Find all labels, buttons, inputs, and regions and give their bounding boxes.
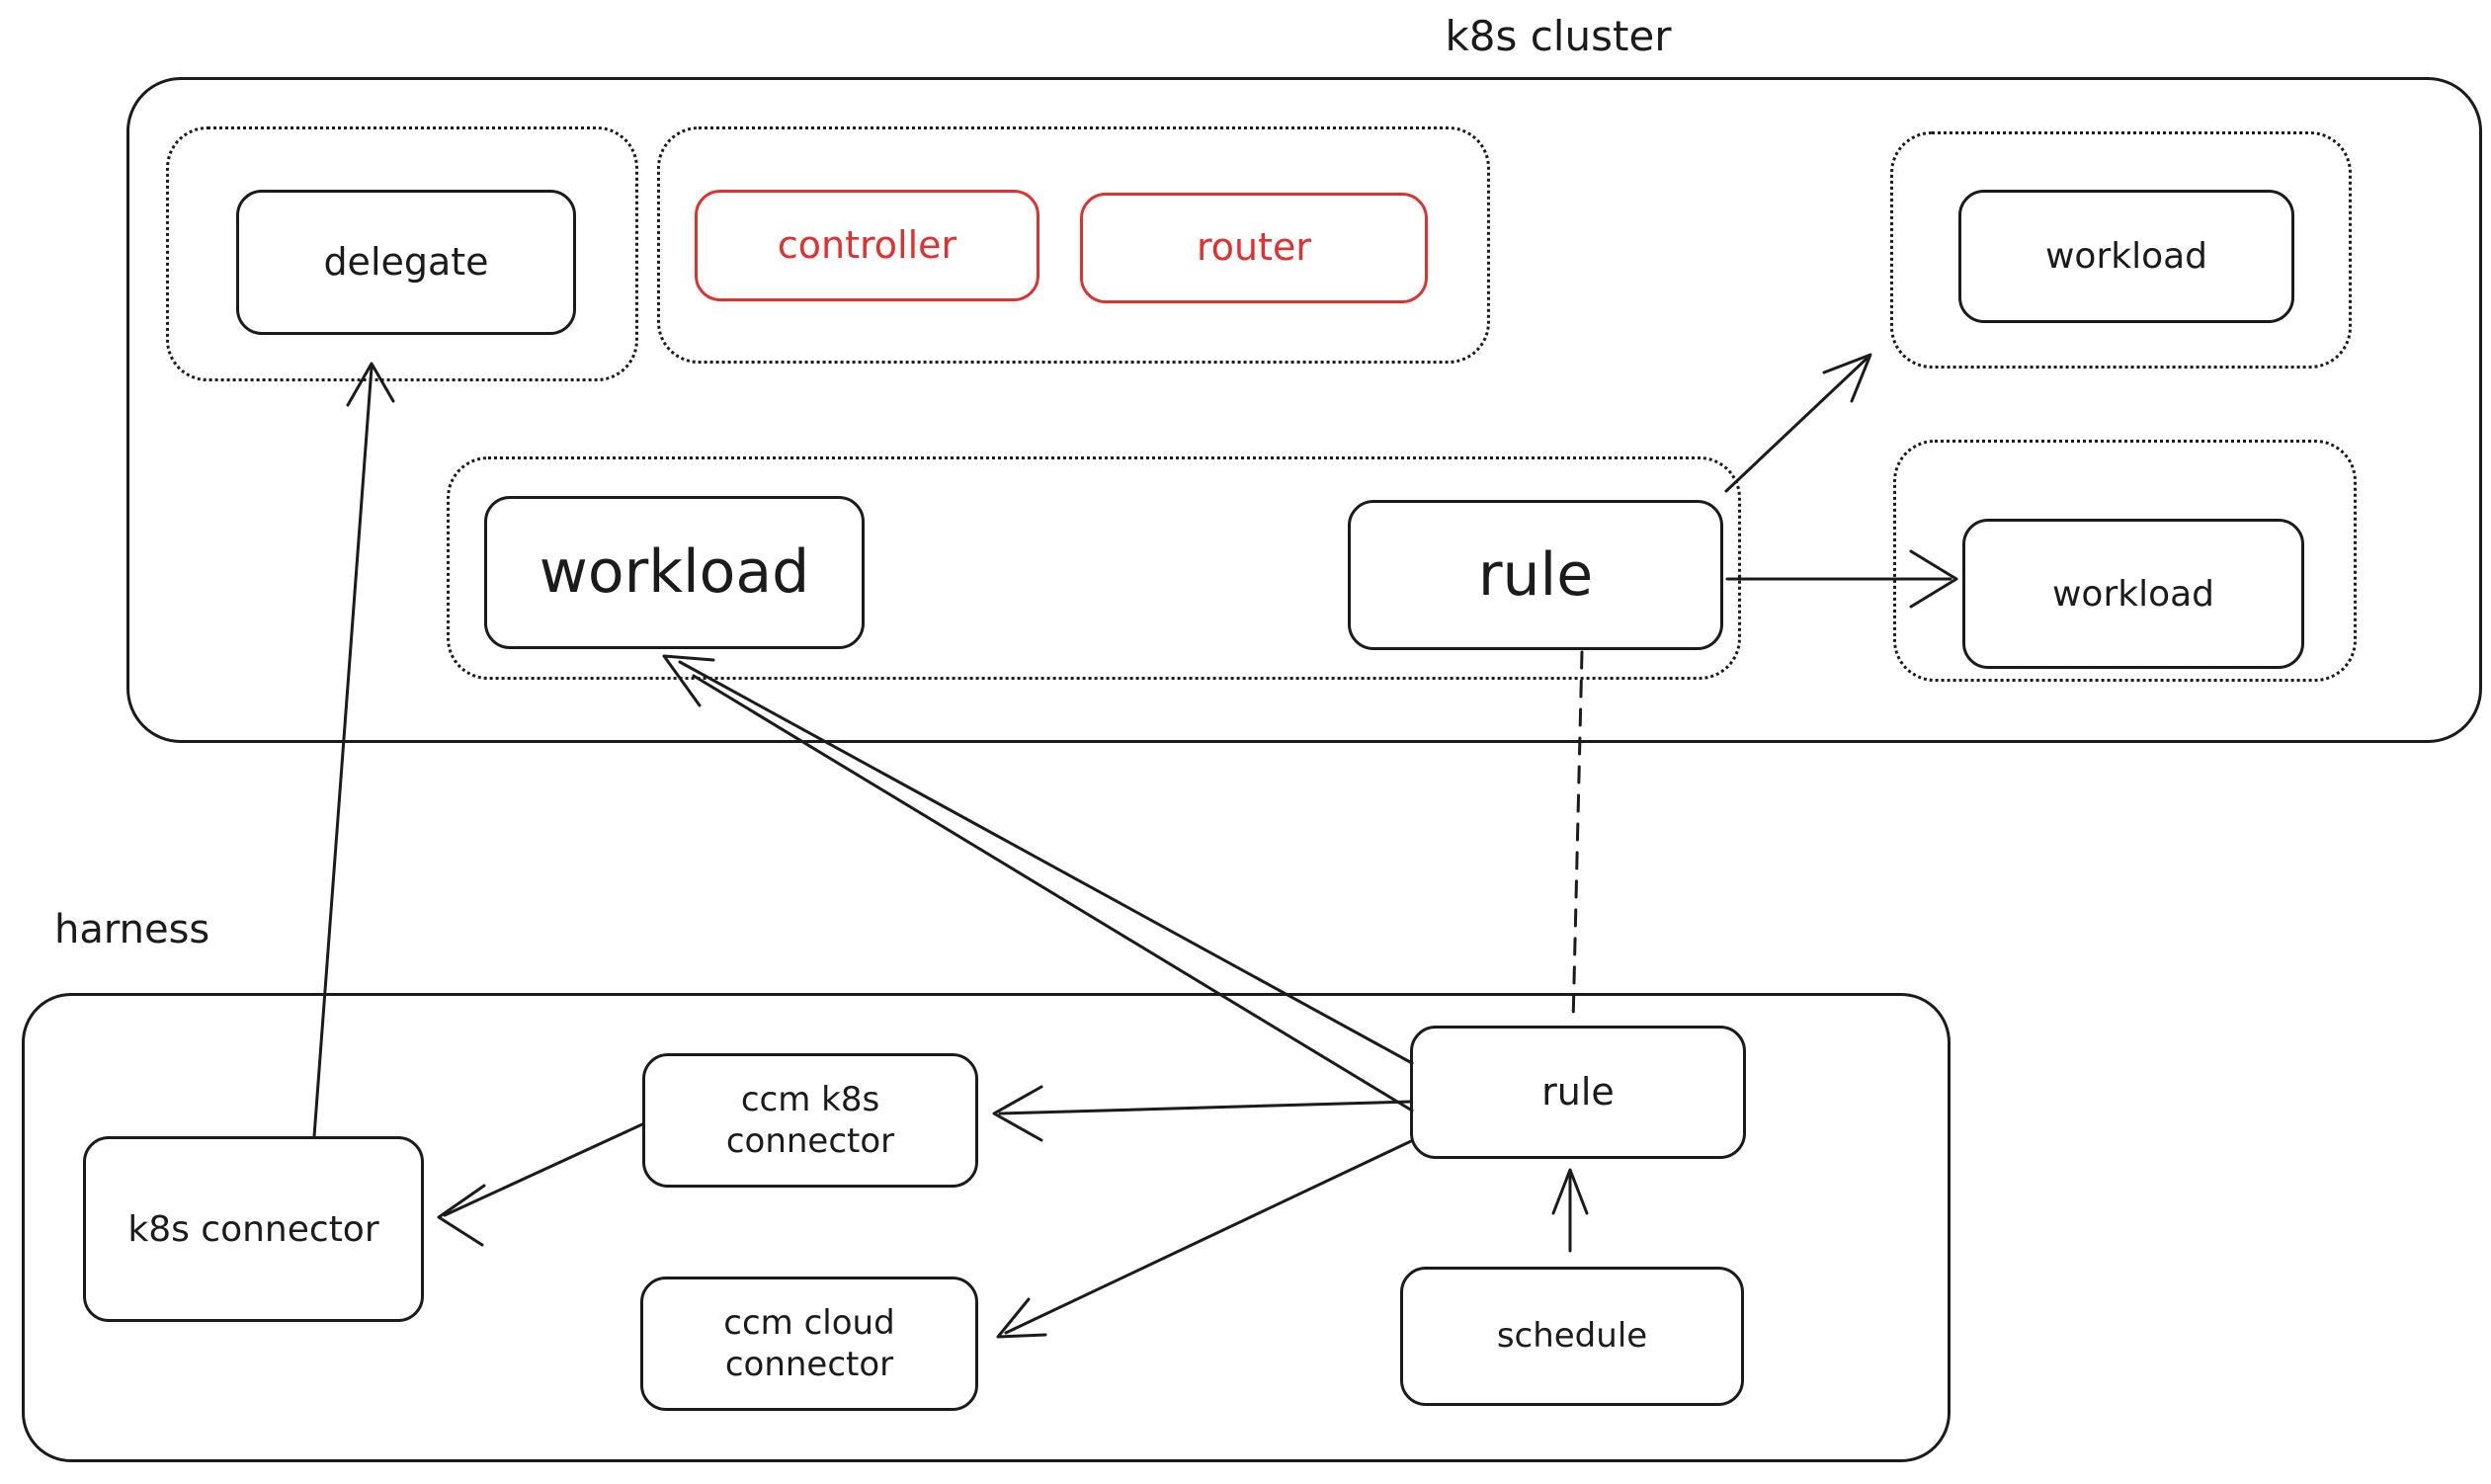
- ccm-cloud-connector-node[interactable]: ccm cloud connector: [640, 1277, 978, 1411]
- workload-top-right-label: workload: [2044, 236, 2208, 277]
- workload-bottom-right-label: workload: [2051, 573, 2215, 615]
- schedule-node[interactable]: schedule: [1400, 1267, 1744, 1406]
- rule-main-label: rule: [1477, 539, 1594, 610]
- workload-bottom-right-group: [1893, 440, 2357, 682]
- rule-bottom-node[interactable]: rule: [1410, 1026, 1746, 1159]
- ccm-k8s-connector-node[interactable]: ccm k8s connector: [642, 1053, 978, 1188]
- schedule-label: schedule: [1496, 1316, 1648, 1357]
- workload-bottom-right-node[interactable]: workload: [1962, 519, 2304, 669]
- controller-router-group: [657, 126, 1490, 364]
- controller-node[interactable]: controller: [695, 190, 1039, 301]
- delegate-group: [166, 126, 638, 381]
- k8s-connector-label: k8s connector: [127, 1208, 379, 1250]
- ccm-k8s-connector-label: ccm k8s connector: [725, 1079, 895, 1162]
- router-label: router: [1196, 225, 1312, 270]
- workload-main-label: workload: [539, 537, 810, 607]
- workload-top-right-node[interactable]: workload: [1958, 190, 2294, 323]
- router-node[interactable]: router: [1080, 193, 1428, 303]
- workload-top-right-group: [1890, 131, 2352, 369]
- delegate-label: delegate: [323, 239, 489, 284]
- k8s-connector-node[interactable]: k8s connector: [83, 1136, 424, 1322]
- k8s-cluster-title: k8s cluster: [1445, 12, 1672, 60]
- delegate-node[interactable]: delegate: [236, 190, 576, 335]
- rule-bottom-label: rule: [1541, 1069, 1615, 1113]
- rule-main-node[interactable]: rule: [1348, 500, 1723, 650]
- controller-label: controller: [777, 222, 957, 267]
- harness-title: harness: [54, 907, 210, 952]
- ccm-cloud-connector-label: ccm cloud connector: [723, 1302, 895, 1385]
- workload-main-node[interactable]: workload: [484, 496, 865, 649]
